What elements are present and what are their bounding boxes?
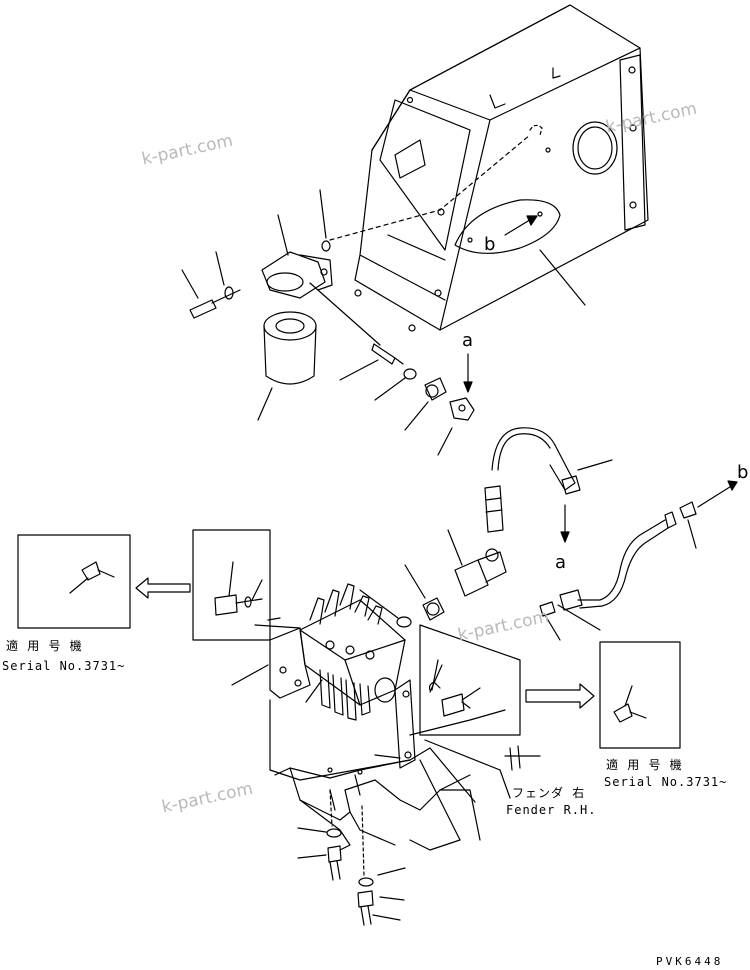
fender-label-en: Fender R.H.	[506, 803, 597, 817]
line-to-b	[539, 480, 738, 641]
inset-right-detail	[419, 624, 521, 736]
serial-right-en: Serial No.3731~	[604, 775, 728, 789]
bottom-bolts	[297, 789, 406, 926]
base-plate	[269, 699, 541, 851]
filter-head	[189, 240, 333, 319]
inset-left-detail	[192, 529, 301, 641]
drawing-code: PVK6448	[656, 955, 724, 968]
serial-left-jp: 適 用 号 機	[6, 639, 83, 653]
filter-cartridge	[263, 311, 317, 385]
fender-leader	[429, 747, 511, 803]
callout-a-bottom: a	[555, 552, 567, 573]
fittings-top	[371, 343, 475, 421]
brackets	[231, 627, 443, 769]
elbow-fitting	[359, 529, 507, 628]
leader-lines-top	[181, 189, 586, 456]
arrow-a-top	[463, 353, 473, 393]
callout-b-body: b	[484, 234, 496, 255]
callout-b-right: b	[737, 462, 749, 483]
serial-left-en: Serial No.3731~	[2, 659, 126, 673]
inset-left-serial	[17, 534, 191, 629]
serial-right-jp: 適 用 号 機	[606, 758, 683, 772]
callout-a-top: a	[462, 330, 474, 351]
hose-assembly	[484, 427, 613, 543]
inset-right-serial	[525, 641, 681, 749]
fender-label-jp: フェンダ 右	[512, 786, 586, 800]
control-valve	[299, 583, 406, 721]
tank-housing	[329, 4, 649, 332]
